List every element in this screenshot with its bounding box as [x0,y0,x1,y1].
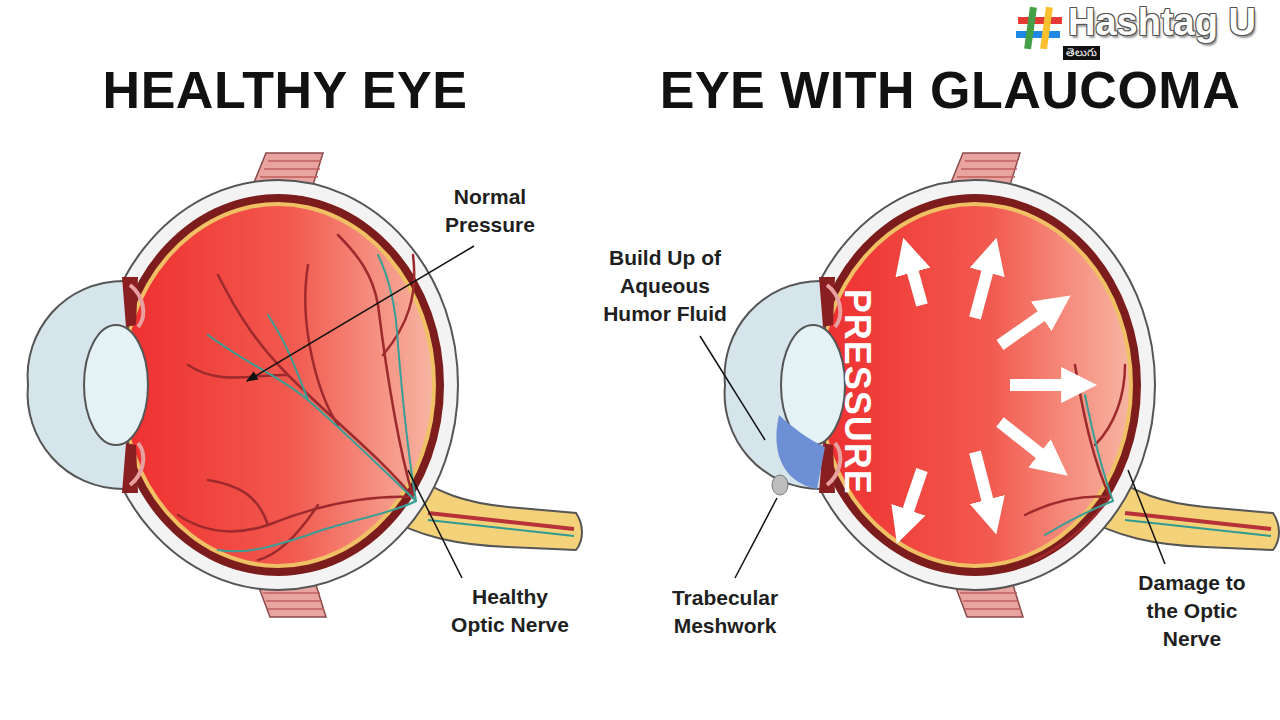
glaucoma-eye [1085,395,1113,501]
glaucoma-eye [725,153,1279,617]
healthy-eye [218,501,416,551]
healthy-eye [28,153,582,617]
pressure-arrows [975,262,990,318]
pressure-arrows [1000,310,1050,345]
healthy-eye [178,235,414,560]
pressure-label: PRESSURE [837,289,877,495]
pressure-arrows [1000,422,1048,460]
healthy-eye [218,275,413,497]
leader-lines [1128,470,1165,564]
glaucoma-eye [1095,365,1125,445]
logo-hash [1016,7,1062,50]
logo-hash [1024,7,1037,50]
glaucoma-eye [1045,501,1113,535]
logo-hash [1018,17,1062,24]
logo-hash [1016,31,1060,38]
watermark-subtext: తెలుగు [1063,46,1100,60]
panel-heading: EYE WITH GLAUCOMA [630,62,1270,119]
healthy-eye [268,315,308,400]
leader-lines [247,246,474,381]
leader-lines [700,336,765,440]
logo-hash [1040,7,1053,50]
part-label: Normal Pressure [435,183,545,239]
watermark-text: Hashtag U [1068,2,1256,44]
part-label: Build Up of Aqueous Humor Fluid [598,244,733,328]
healthy-eye [28,153,582,617]
healthy-eye [208,480,268,525]
glaucoma-eye [772,475,788,495]
leader-lines [408,470,462,578]
glaucoma-eye [1025,365,1125,560]
pressure-arrows [905,470,922,520]
glaucoma-eye [1045,395,1113,535]
part-label: Trabecular Meshwork [663,584,788,640]
healthy-eye [338,235,413,497]
leader-lines [735,498,777,578]
pressure-arrows [910,262,922,305]
part-label: Damage to the Optic Nerve [1130,569,1255,653]
pressure-arrows [975,452,990,510]
pressure-arrows [905,262,1072,520]
part-label: Healthy Optic Nerve [448,583,573,639]
healthy-eye [258,505,318,560]
pressure-arrows [1010,379,1072,391]
panel-heading: HEALTHY EYE [55,62,515,119]
glaucoma-eye [725,153,1279,617]
healthy-eye [208,335,416,501]
